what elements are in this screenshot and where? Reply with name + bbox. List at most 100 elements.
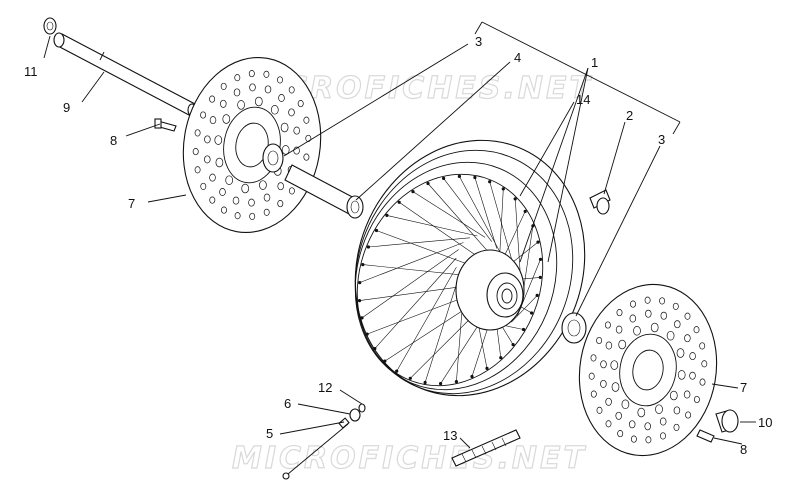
disc-hole [220,82,227,90]
disc-hole [673,406,681,415]
disc-hole [204,135,211,144]
callout-8-left: 8 [110,133,117,148]
spoke-nipple [357,299,362,303]
part-8-bolt-left [154,118,177,132]
disc-hole [628,420,636,429]
disc-hole [270,105,279,115]
spoke-nipple [501,187,505,191]
disc-hole [676,348,685,358]
callout-6: 6 [284,396,291,411]
disc-hole [221,206,227,214]
disc-hole [222,114,231,124]
disc-hole [610,360,619,370]
disc-hole [588,372,595,380]
part-2-valve [589,189,611,215]
disc-hole [637,407,646,418]
assembly-bracket [481,21,681,123]
callout-7-left: 7 [128,196,135,211]
disc-hole [689,371,696,380]
part-5-pin [282,417,350,480]
disc-hole [621,399,630,410]
callout-8-right: 8 [740,442,747,457]
part-10-spacer [715,409,739,433]
disc-hole [630,435,637,443]
disc-hole [264,85,272,94]
disc-hole [693,395,700,404]
disc-hole [209,116,217,125]
spoke [386,215,478,237]
spoke-nipple [397,200,401,204]
disc-hole [660,311,668,320]
spoke-nipple [439,382,443,386]
disc-hole [220,99,227,108]
disc-hole [701,360,708,368]
spoke [504,325,524,330]
spoke-nipple [374,228,379,233]
disc-hole [683,390,691,399]
part-3-bearing-right [561,312,587,344]
disc-hole [617,430,624,438]
spoke-nipple [536,240,540,244]
disc-hole [600,379,607,388]
disc-hole [596,336,603,345]
callout-9: 9 [63,100,70,115]
spoke-nipple [361,263,365,267]
disc-hole [645,309,652,318]
spoke-nipple [360,316,364,320]
spoke-nipple [521,327,526,332]
disc-hole [219,188,226,196]
spoke-nipple [488,180,492,184]
disc-hole [209,95,216,103]
disc-hole [303,116,310,124]
watermark-bottom: MICROFICHES.NET [232,441,587,476]
disc-hole [237,100,245,110]
disc-hole [241,183,250,194]
disc-hole [684,312,691,320]
disc-hole [659,417,667,426]
spoke [396,266,457,372]
disc-hole [615,325,623,334]
part-7-brake-disc-right [578,283,718,457]
callout-11: 11 [24,64,38,79]
spoke [440,316,484,384]
disc-hole [618,339,627,350]
disc-hole [277,200,284,208]
spoke [412,191,486,238]
disc-hole [590,390,597,398]
part-13-balance-weights [451,429,521,467]
leader-lines [43,35,756,449]
disc-hole [194,129,201,137]
part-11-nut [43,17,57,35]
disc-hole [693,326,700,334]
disc-hole [225,175,234,185]
disc-hole [204,155,211,164]
spoke [474,177,498,249]
spoke-nipple [454,380,458,384]
disc-hole [194,166,201,174]
spoke-nipple [358,281,362,285]
disc-hole [684,334,691,343]
disc-hole [263,70,270,78]
disc-hole [263,193,271,202]
spoke [471,322,490,377]
disc-hole [280,122,289,133]
disc-hole [293,126,300,135]
spoke-nipple [538,275,542,279]
disc-hole [281,145,290,155]
disc-hole [288,108,295,117]
spoke-nipple [499,356,503,360]
disc-hole [234,212,241,220]
disc-hole [699,342,706,350]
callout-2: 2 [626,108,633,123]
spoke-nipple [535,293,539,297]
disc-hole [249,212,256,220]
disc-hole [288,187,295,195]
spoke-nipple [511,343,515,347]
disc-hole [605,341,613,350]
disc-hole [214,135,223,145]
disc-hole [699,378,706,386]
disc-hole [633,326,641,336]
spoke-nipple [523,209,527,213]
callout-3-left: 3 [475,34,482,49]
